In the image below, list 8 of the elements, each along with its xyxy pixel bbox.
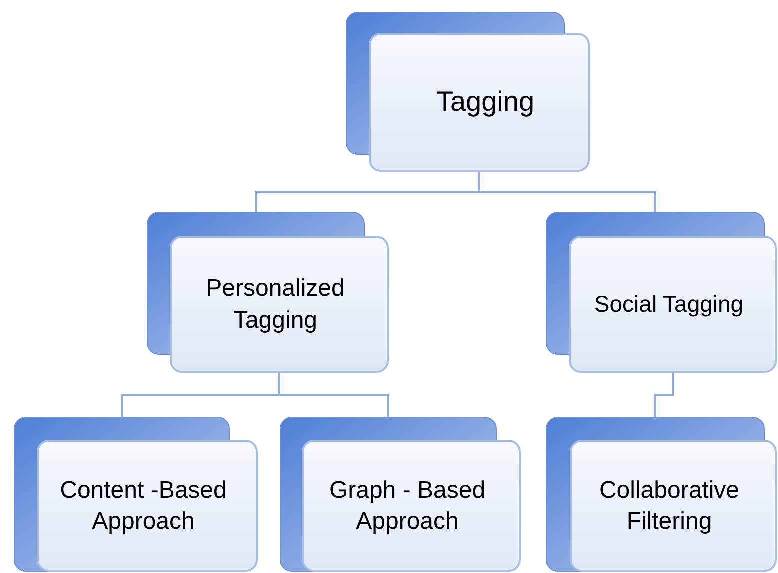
node-label: Content -Based Approach <box>59 476 228 537</box>
node-label: Collaborative Filtering <box>598 476 741 537</box>
connector-line <box>478 172 656 212</box>
node-label: Tagging <box>436 85 535 120</box>
node-label: Personalized Tagging <box>205 274 346 336</box>
connector-line <box>654 373 674 417</box>
node-label: Graph - Based Approach <box>328 476 487 537</box>
node-label: Social Tagging <box>594 290 744 319</box>
